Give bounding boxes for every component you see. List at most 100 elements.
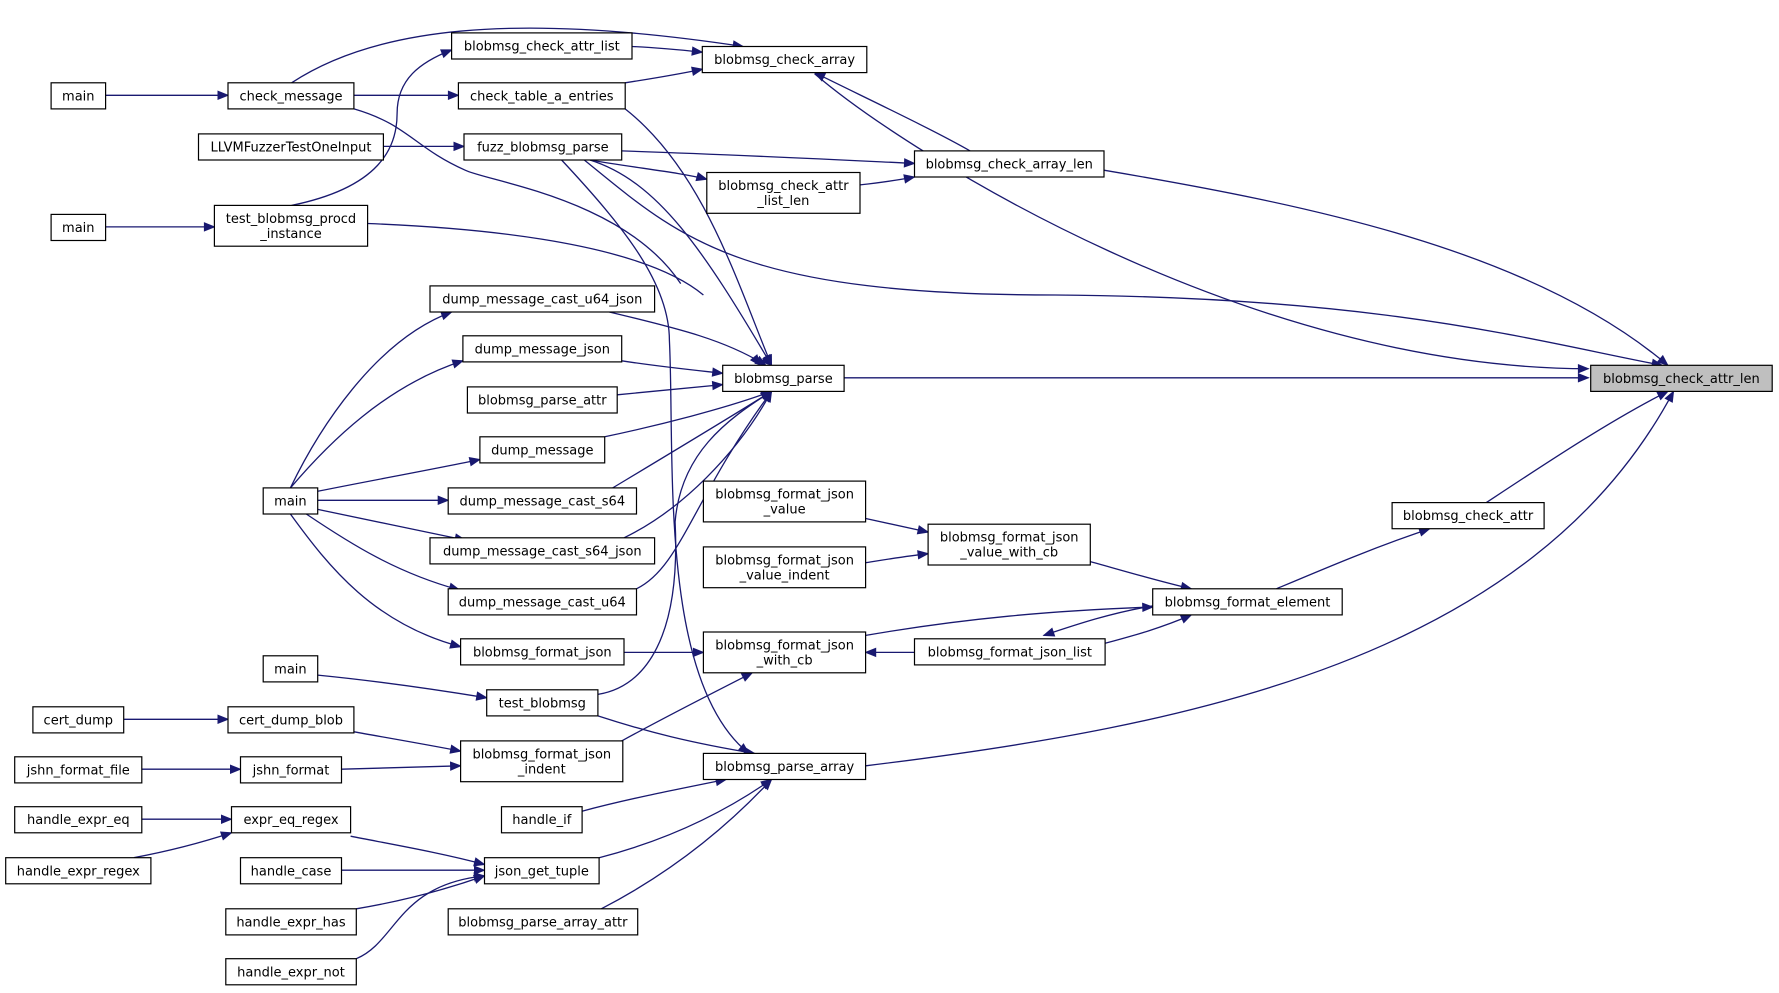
- node-handle-if[interactable]: handle_if: [500, 806, 583, 834]
- node-format-json[interactable]: blobmsg_format_json: [460, 638, 625, 666]
- node-dump-u64-json[interactable]: dump_message_cast_u64_json: [429, 285, 656, 313]
- node-jshn-format[interactable]: jshn_format: [239, 756, 343, 784]
- node-label: blobmsg_check_attr_list: [464, 39, 620, 54]
- node-box[interactable]: [1590, 364, 1773, 392]
- node-json-tuple[interactable]: json_get_tuple: [483, 857, 600, 885]
- node-format-element[interactable]: blobmsg_format_element: [1152, 588, 1343, 616]
- node-dump-s64-json[interactable]: dump_message_cast_s64_json: [429, 537, 656, 565]
- node-box[interactable]: [429, 537, 656, 565]
- node-box[interactable]: [702, 546, 867, 589]
- node-fmt-value-cb[interactable]: blobmsg_format_json_value_with_cb: [927, 523, 1091, 566]
- edge-arrowhead: [691, 46, 704, 56]
- node-cert-dump[interactable]: cert_dump: [32, 706, 125, 734]
- node-box[interactable]: [1152, 588, 1343, 616]
- node-box[interactable]: [913, 638, 1106, 666]
- node-box[interactable]: [197, 133, 384, 161]
- node-box[interactable]: [463, 133, 623, 161]
- node-check-array-len[interactable]: blobmsg_check_array_len: [913, 150, 1105, 178]
- node-fmt-list[interactable]: blobmsg_format_json_list: [913, 638, 1106, 666]
- node-box[interactable]: [451, 32, 633, 60]
- node-box[interactable]: [14, 756, 143, 784]
- node-box[interactable]: [213, 204, 369, 247]
- node-main1[interactable]: main: [50, 82, 107, 110]
- node-box[interactable]: [32, 706, 125, 734]
- node-cert-dump-blob[interactable]: cert_dump_blob: [227, 706, 355, 734]
- node-box[interactable]: [225, 958, 357, 986]
- node-fuzz[interactable]: fuzz_blobmsg_parse: [463, 133, 623, 161]
- node-box[interactable]: [457, 82, 626, 110]
- node-llvm[interactable]: LLVMFuzzerTestOneInput: [197, 133, 384, 161]
- node-box[interactable]: [447, 588, 638, 616]
- node-dump-s64[interactable]: dump_message_cast_s64: [447, 487, 638, 515]
- node-box[interactable]: [722, 364, 845, 392]
- node-handle-regex[interactable]: handle_expr_regex: [5, 857, 152, 885]
- node-box[interactable]: [262, 655, 319, 683]
- node-main2[interactable]: main: [50, 213, 107, 242]
- node-parse-array-attr[interactable]: blobmsg_parse_array_attr: [447, 908, 639, 936]
- node-check-message[interactable]: check_message: [227, 82, 355, 110]
- node-dump-u64[interactable]: dump_message_cast_u64: [447, 588, 638, 616]
- node-box[interactable]: [239, 857, 343, 885]
- node-test-blobmsg[interactable]: test_blobmsg: [486, 689, 599, 717]
- node-box[interactable]: [479, 436, 606, 464]
- node-check-attr-list[interactable]: blobmsg_check_attr_list: [451, 32, 633, 60]
- node-check-array[interactable]: blobmsg_check_array: [701, 45, 868, 74]
- edge-line: [1103, 169, 1669, 366]
- node-check-table[interactable]: check_table_a_entries: [457, 82, 626, 110]
- node-fmt-value-indent[interactable]: blobmsg_format_json_value_indent: [702, 546, 867, 589]
- node-box[interactable]: [225, 908, 357, 936]
- node-fmt-value[interactable]: blobmsg_format_json_value: [702, 480, 867, 523]
- node-handle-has[interactable]: handle_expr_has: [225, 908, 357, 936]
- node-box[interactable]: [701, 45, 868, 74]
- node-box[interactable]: [50, 82, 107, 110]
- node-label: blobmsg_parse_array: [715, 760, 854, 775]
- node-box[interactable]: [913, 150, 1105, 178]
- node-dump-json[interactable]: dump_message_json: [462, 335, 623, 363]
- node-box[interactable]: [462, 335, 623, 363]
- node-label: handle_expr_has: [236, 915, 346, 930]
- node-main3[interactable]: main: [262, 487, 319, 515]
- node-box[interactable]: [702, 631, 867, 674]
- node-box[interactable]: [460, 638, 625, 666]
- node-box[interactable]: [262, 487, 319, 515]
- node-box[interactable]: [466, 386, 618, 414]
- node-box[interactable]: [1391, 502, 1545, 530]
- node-main4[interactable]: main: [262, 655, 319, 683]
- node-box[interactable]: [230, 806, 352, 834]
- node-fmt-indent[interactable]: blobmsg_format_json_indent: [460, 740, 624, 783]
- node-check-attr[interactable]: blobmsg_check_attr: [1391, 502, 1545, 530]
- node-box[interactable]: [227, 82, 355, 110]
- edge-fuzz-to-check_array_len: [621, 150, 916, 168]
- node-box[interactable]: [927, 523, 1091, 566]
- node-box[interactable]: [239, 756, 343, 784]
- edge-line: [1485, 390, 1669, 504]
- node-box[interactable]: [483, 857, 600, 885]
- node-jshn-file[interactable]: jshn_format_file: [14, 756, 143, 784]
- node-root[interactable]: blobmsg_check_attr_len: [1590, 364, 1773, 392]
- node-parse-array[interactable]: blobmsg_parse_array: [702, 752, 867, 781]
- node-check-attr-list-len[interactable]: blobmsg_check_attr_list_len: [706, 171, 861, 214]
- node-box[interactable]: [14, 806, 143, 834]
- node-procd[interactable]: test_blobmsg_procd_instance: [213, 204, 369, 247]
- node-box[interactable]: [447, 908, 639, 936]
- node-box[interactable]: [486, 689, 599, 717]
- node-box[interactable]: [5, 857, 152, 885]
- node-box[interactable]: [447, 487, 638, 515]
- node-handle-not[interactable]: handle_expr_not: [225, 958, 357, 986]
- node-box[interactable]: [227, 706, 355, 734]
- node-box[interactable]: [460, 740, 624, 783]
- node-parse-attr[interactable]: blobmsg_parse_attr: [466, 386, 618, 414]
- node-fmt-with-cb[interactable]: blobmsg_format_json_with_cb: [702, 631, 867, 674]
- node-box[interactable]: [50, 213, 107, 242]
- edge-line: [621, 150, 915, 165]
- node-box[interactable]: [429, 285, 656, 313]
- node-dump-message[interactable]: dump_message: [479, 436, 606, 464]
- node-parse[interactable]: blobmsg_parse: [722, 364, 845, 392]
- node-box[interactable]: [702, 752, 867, 781]
- node-box[interactable]: [702, 480, 867, 523]
- node-box[interactable]: [706, 171, 861, 214]
- node-handle-eq[interactable]: handle_expr_eq: [14, 806, 143, 834]
- node-box[interactable]: [500, 806, 583, 834]
- node-expr-eq-regex[interactable]: expr_eq_regex: [230, 806, 352, 834]
- node-handle-case[interactable]: handle_case: [239, 857, 343, 885]
